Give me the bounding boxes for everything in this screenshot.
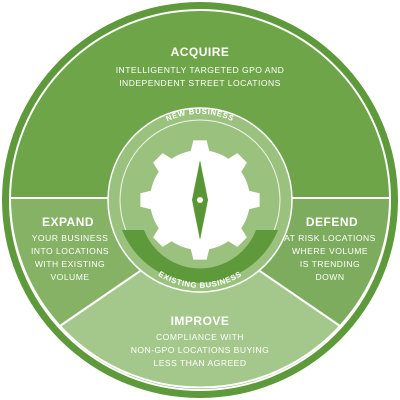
acquire-line-1: INTELLIGENTLY TARGETED GPO AND	[116, 65, 285, 75]
defend-line-1: AT RISK LOCATIONS	[284, 233, 376, 243]
acquire-line-2: INDEPENDENT STREET LOCATIONS	[119, 78, 281, 88]
gear-tooth	[140, 189, 156, 211]
gear-tooth	[224, 153, 247, 176]
gear-tooth	[153, 153, 176, 176]
existing-band	[122, 230, 278, 283]
gear-tooth	[189, 140, 211, 156]
acquire-heading: ACQUIRE	[171, 45, 230, 59]
improve-line-3: LESS THAN AGREED	[153, 358, 246, 368]
defend-line-3: IS TRENDING	[300, 259, 360, 269]
gear-tooth	[244, 189, 260, 211]
improve-segment	[58, 228, 342, 389]
improve-heading: IMPROVE	[171, 314, 230, 328]
gear-tooth	[153, 224, 176, 247]
gear-tooth	[224, 224, 247, 247]
defend-line-2: WHERE VOLUME	[292, 246, 368, 256]
expand-line-4: VOLUME	[51, 272, 90, 282]
compass-icon	[192, 160, 208, 240]
gear-tooth	[189, 244, 211, 260]
improve-line-1: COMPLIANCE WITH	[156, 332, 244, 342]
expand-line-3: WITH EXISTING	[35, 259, 105, 269]
expand-line-2: INTO LOCATIONS	[31, 246, 109, 256]
defend-line-4: DOWN	[315, 272, 344, 282]
expand-heading: EXPAND	[42, 215, 94, 229]
defend-heading: DEFEND	[306, 215, 358, 229]
improve-line-2: NON-GPO LOCATIONS BUYING	[131, 345, 270, 355]
expand-line-1: YOUR BUSINESS	[32, 233, 109, 243]
